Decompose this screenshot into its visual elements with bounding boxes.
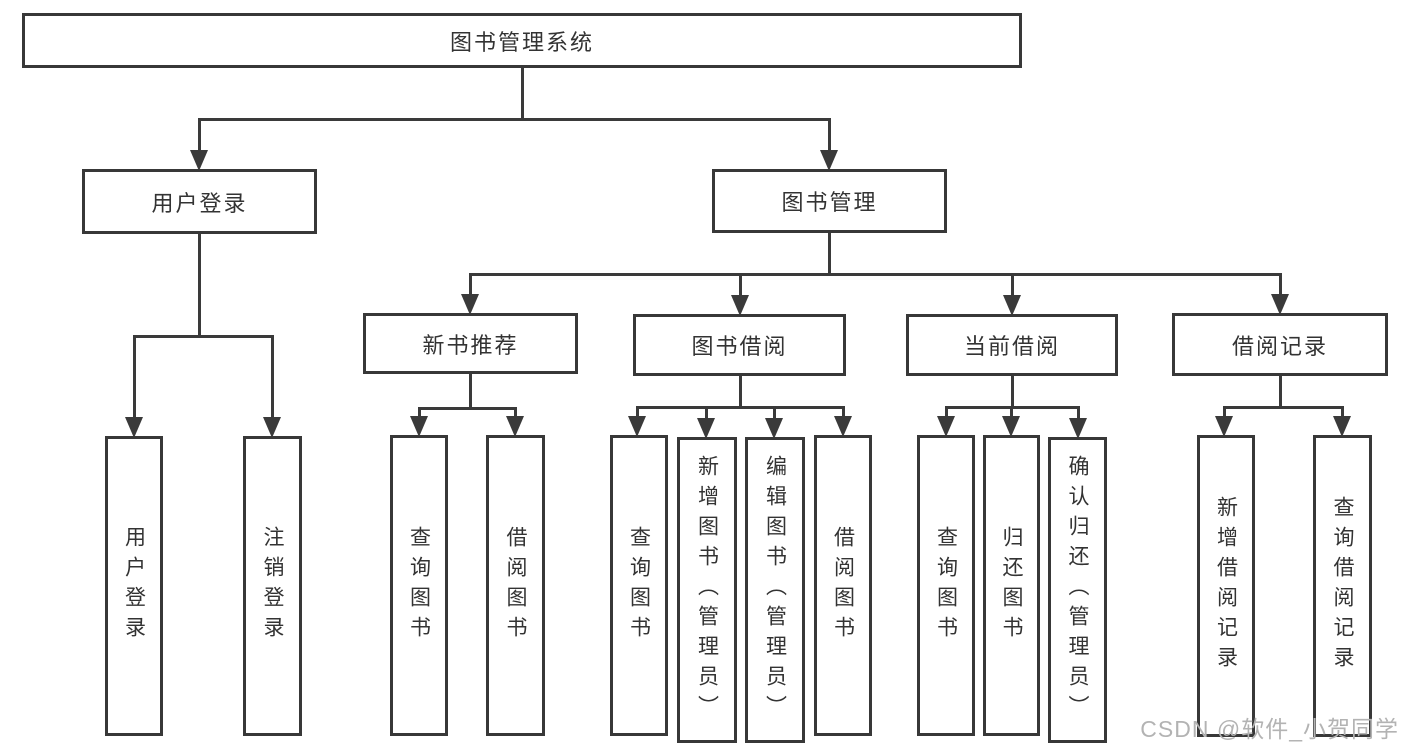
connector-line — [827, 118, 831, 153]
arrowhead-down-icon — [461, 294, 479, 315]
connector-line — [132, 335, 136, 420]
node-nb-query-books: 查询图书 — [390, 435, 448, 736]
node-current-borrow: 当前借阅 — [906, 314, 1118, 376]
arrowhead-down-icon — [190, 150, 208, 171]
connector-line — [772, 406, 776, 421]
node-bb-add-books: 新增图书（管理员） — [677, 437, 737, 743]
node-label-cb-confirm-return: 确认归还（管理员） — [1066, 455, 1089, 725]
node-br-query-record: 查询借阅记录 — [1313, 435, 1372, 737]
connector-line — [1010, 376, 1014, 409]
connector-line — [944, 406, 948, 419]
node-label-borrow-records: 借阅记录 — [1231, 333, 1328, 359]
node-logout: 注销登录 — [243, 436, 302, 736]
node-bb-query-books: 查询图书 — [610, 435, 668, 736]
connector-line — [1278, 273, 1282, 297]
arrowhead-down-icon — [937, 416, 955, 437]
node-label-root: 图书管理系统 — [449, 29, 594, 55]
node-label-new-books: 新书推荐 — [422, 332, 519, 358]
node-login: 用户登录 — [105, 436, 163, 736]
node-book-borrow: 图书借阅 — [633, 314, 846, 376]
node-label-book-borrow: 图书借阅 — [691, 334, 788, 359]
node-label-cb-return-books: 归还图书 — [1000, 525, 1023, 646]
node-root: 图书管理系统 — [22, 13, 1022, 68]
connector-line — [635, 406, 845, 409]
node-user-login: 用户登录 — [82, 169, 317, 234]
connector-line — [468, 273, 472, 297]
connector-line — [417, 407, 421, 419]
connector-line — [468, 273, 1282, 276]
node-label-br-query-record: 查询借阅记录 — [1331, 496, 1354, 676]
arrowhead-down-icon — [834, 416, 852, 437]
node-new-books: 新书推荐 — [363, 313, 578, 374]
connector-line — [1278, 376, 1282, 409]
node-label-bb-edit-books: 编辑图书（管理员） — [763, 455, 787, 725]
node-cb-query-books: 查询图书 — [917, 435, 975, 736]
node-bb-edit-books: 编辑图书（管理员） — [745, 437, 805, 743]
connector-line — [1222, 406, 1226, 419]
connector-line — [704, 406, 708, 421]
node-label-br-add-record: 新增借阅记录 — [1214, 496, 1238, 676]
node-br-add-record: 新增借阅记录 — [1197, 435, 1255, 737]
node-label-cb-query-books: 查询图书 — [934, 525, 958, 646]
connector-line — [197, 118, 831, 121]
node-label-bb-query-books: 查询图书 — [627, 525, 651, 646]
connector-line — [827, 233, 831, 276]
arrowhead-down-icon — [697, 418, 715, 439]
connector-line — [841, 406, 845, 419]
arrowhead-down-icon — [628, 416, 646, 437]
arrowhead-down-icon — [1003, 295, 1021, 316]
connector-line — [635, 406, 639, 419]
csdn-watermark: CSDN @软件_小贺同学 — [1140, 716, 1399, 742]
arrowhead-down-icon — [1069, 418, 1087, 439]
connector-line — [1009, 406, 1013, 419]
connector-line — [1010, 273, 1014, 298]
connector-line — [1222, 406, 1344, 409]
arrowhead-down-icon — [1215, 416, 1233, 437]
arrowhead-down-icon — [820, 150, 838, 171]
node-label-book-mgmt: 图书管理 — [781, 190, 878, 215]
node-label-nb-query-books: 查询图书 — [407, 525, 431, 646]
node-label-nb-borrow-books: 借阅图书 — [504, 525, 527, 646]
node-cb-return-books: 归还图书 — [983, 435, 1040, 736]
node-label-logout: 注销登录 — [261, 526, 284, 646]
connector-line — [1076, 406, 1080, 421]
node-nb-borrow-books: 借阅图书 — [486, 435, 545, 736]
node-book-mgmt: 图书管理 — [712, 169, 947, 233]
connector-line — [520, 68, 524, 121]
node-label-login: 用户登录 — [122, 526, 146, 646]
arrowhead-down-icon — [125, 417, 143, 438]
connector-line — [513, 407, 517, 419]
arrowhead-down-icon — [1002, 416, 1020, 437]
arrowhead-down-icon — [1333, 416, 1351, 437]
connector-line — [738, 376, 742, 409]
connector-line — [1340, 406, 1344, 419]
node-label-bb-add-books: 新增图书（管理员） — [695, 455, 719, 725]
connector-line — [270, 335, 274, 420]
connector-line — [197, 234, 201, 338]
connector-line — [468, 374, 472, 410]
arrowhead-down-icon — [410, 416, 428, 437]
node-borrow-records: 借阅记录 — [1172, 313, 1388, 376]
node-label-user-login: 用户登录 — [151, 190, 248, 216]
node-bb-borrow-books: 借阅图书 — [814, 435, 872, 736]
arrowhead-down-icon — [1271, 294, 1289, 315]
connector-line — [738, 273, 742, 298]
node-label-current-borrow: 当前借阅 — [963, 334, 1060, 359]
node-cb-confirm-return: 确认归还（管理员） — [1048, 437, 1107, 743]
arrowhead-down-icon — [506, 416, 524, 437]
arrowhead-down-icon — [263, 417, 281, 438]
arrowhead-down-icon — [765, 418, 783, 439]
connector-line — [197, 118, 201, 153]
arrowhead-down-icon — [731, 295, 749, 316]
connector-line — [417, 407, 517, 410]
node-label-bb-borrow-books: 借阅图书 — [831, 525, 855, 646]
connector-line — [132, 335, 274, 338]
